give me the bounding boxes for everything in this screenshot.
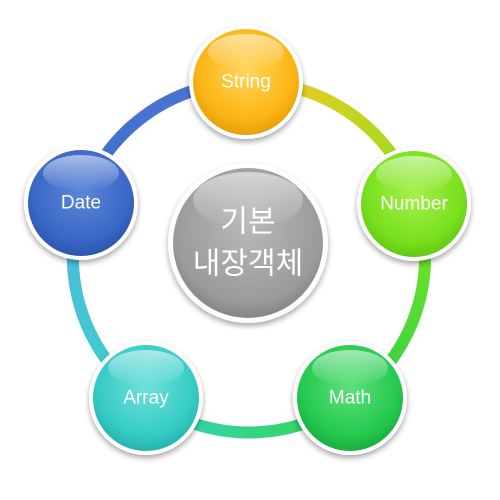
center-label-line2: 내장객체 [193, 247, 303, 282]
center-label-line1: 기본 [220, 205, 275, 240]
node-string: String [189, 25, 303, 139]
node-label-number: Number [380, 194, 448, 215]
node-label-array: Array [123, 388, 169, 409]
node-array: Array [89, 341, 203, 455]
node-label-math: Math [329, 388, 371, 409]
node-label-date: Date [61, 193, 101, 214]
node-number: Number [357, 147, 471, 261]
node-date: Date [24, 146, 138, 260]
node-label-string: String [221, 72, 271, 93]
center-node: 기본 내장객체 [168, 163, 328, 323]
node-math: Math [293, 341, 407, 455]
